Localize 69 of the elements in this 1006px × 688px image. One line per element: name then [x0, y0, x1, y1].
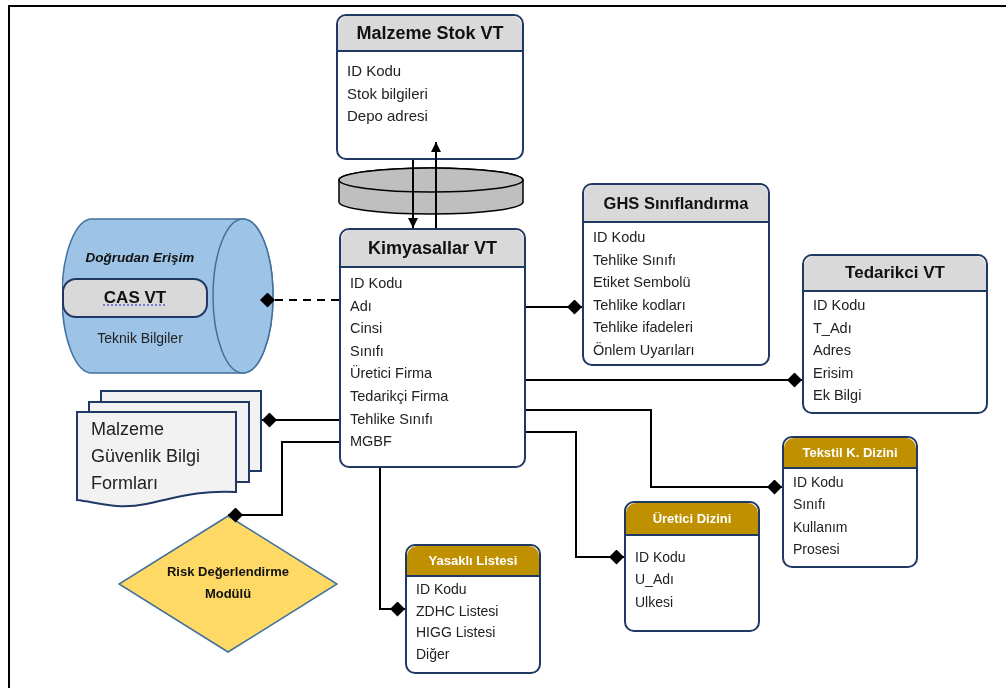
database-cylinder [338, 167, 524, 215]
connector-line [525, 372, 803, 388]
field-label: T_Adı [813, 318, 852, 338]
field-label: Adres [813, 341, 851, 361]
table-header: Kimyasallar VT [341, 230, 524, 268]
database-table [802, 254, 988, 414]
table-header: Yasaklı Listesi [407, 546, 539, 577]
field-label: ZDHC Listesi [416, 601, 499, 621]
field-label: ID Kodu [347, 61, 402, 81]
field-label: Sınıfı [793, 495, 826, 515]
field-label: ID Kodu [635, 548, 686, 567]
field-label: Ek Bilgi [813, 386, 862, 406]
connector-line [261, 412, 340, 428]
field-label: ID Kodu [593, 228, 646, 247]
cylinder-heading: Doğrudan Erişim [84, 249, 196, 267]
connector-line [379, 467, 406, 617]
field-label: Prosesi [793, 540, 840, 560]
field-label: Etiket Sembolü [593, 273, 691, 293]
field-label: U_Adı [635, 570, 674, 590]
document-stack [76, 390, 262, 510]
connector-line [525, 409, 783, 495]
cylinder-label: Teknik Bilgiler [96, 329, 184, 348]
field-label: Cinsi [350, 319, 383, 339]
field-label: ID Kodu [350, 274, 403, 293]
field-label: Adı [350, 296, 372, 316]
table-title: CAS VT [103, 287, 167, 310]
field-label: Depo adresi [347, 106, 428, 126]
connector-line [408, 214, 418, 229]
field-label: Sınıfı [350, 341, 384, 361]
field-label: Tehlike Sınıfı [593, 250, 676, 270]
database-table [624, 501, 760, 632]
table-header: Üretici Dizini [626, 503, 758, 536]
table-header: Tedarikci VT [804, 256, 986, 292]
connector-line [412, 159, 414, 168]
connector-line [227, 441, 340, 523]
table-header: Malzeme Stok VT [338, 16, 522, 52]
field-label: Diğer [416, 644, 450, 664]
database-table [405, 544, 541, 674]
field-label: Tedarikçi Firma [350, 386, 449, 406]
database-table [582, 183, 770, 366]
field-label: Tehlike Sınıfı [350, 409, 433, 429]
field-label: ID Kodu [793, 473, 844, 492]
field-label: ID Kodu [416, 580, 467, 599]
table-header: Tekstil K. Dizini [784, 438, 916, 469]
field-label: HIGG Listesi [416, 623, 496, 642]
database-table [339, 228, 526, 468]
database-cylinder [62, 218, 274, 374]
decision-label: Risk Değerlendirme Modülü [165, 563, 291, 603]
connector-line [525, 431, 625, 565]
table-header: GHS Sınıflandırma [584, 185, 768, 223]
connector-line [435, 214, 437, 229]
field-label: Önlem Uyarıları [593, 340, 695, 360]
connector-line [525, 299, 583, 315]
field-label: MGBF [350, 432, 392, 452]
database-table [336, 14, 524, 160]
table-title-box [62, 278, 208, 318]
field-label: Kullanım [793, 517, 848, 537]
decision-diamond [118, 515, 338, 653]
document-title: Malzeme Güvenlik Bilgi Formları [91, 418, 202, 495]
field-label: Erisim [813, 363, 854, 383]
connector-line [431, 141, 441, 168]
database-table [782, 436, 918, 568]
field-label: Tehlike kodları [593, 295, 686, 315]
dashed-connector [259, 292, 340, 308]
field-label: Üretici Firma [350, 364, 433, 384]
field-label: Tehlike ifadeleri [593, 318, 693, 338]
field-label: Ulkesi [635, 592, 674, 612]
field-label: ID Kodu [813, 296, 866, 315]
field-label: Stok bilgileri [347, 83, 428, 104]
